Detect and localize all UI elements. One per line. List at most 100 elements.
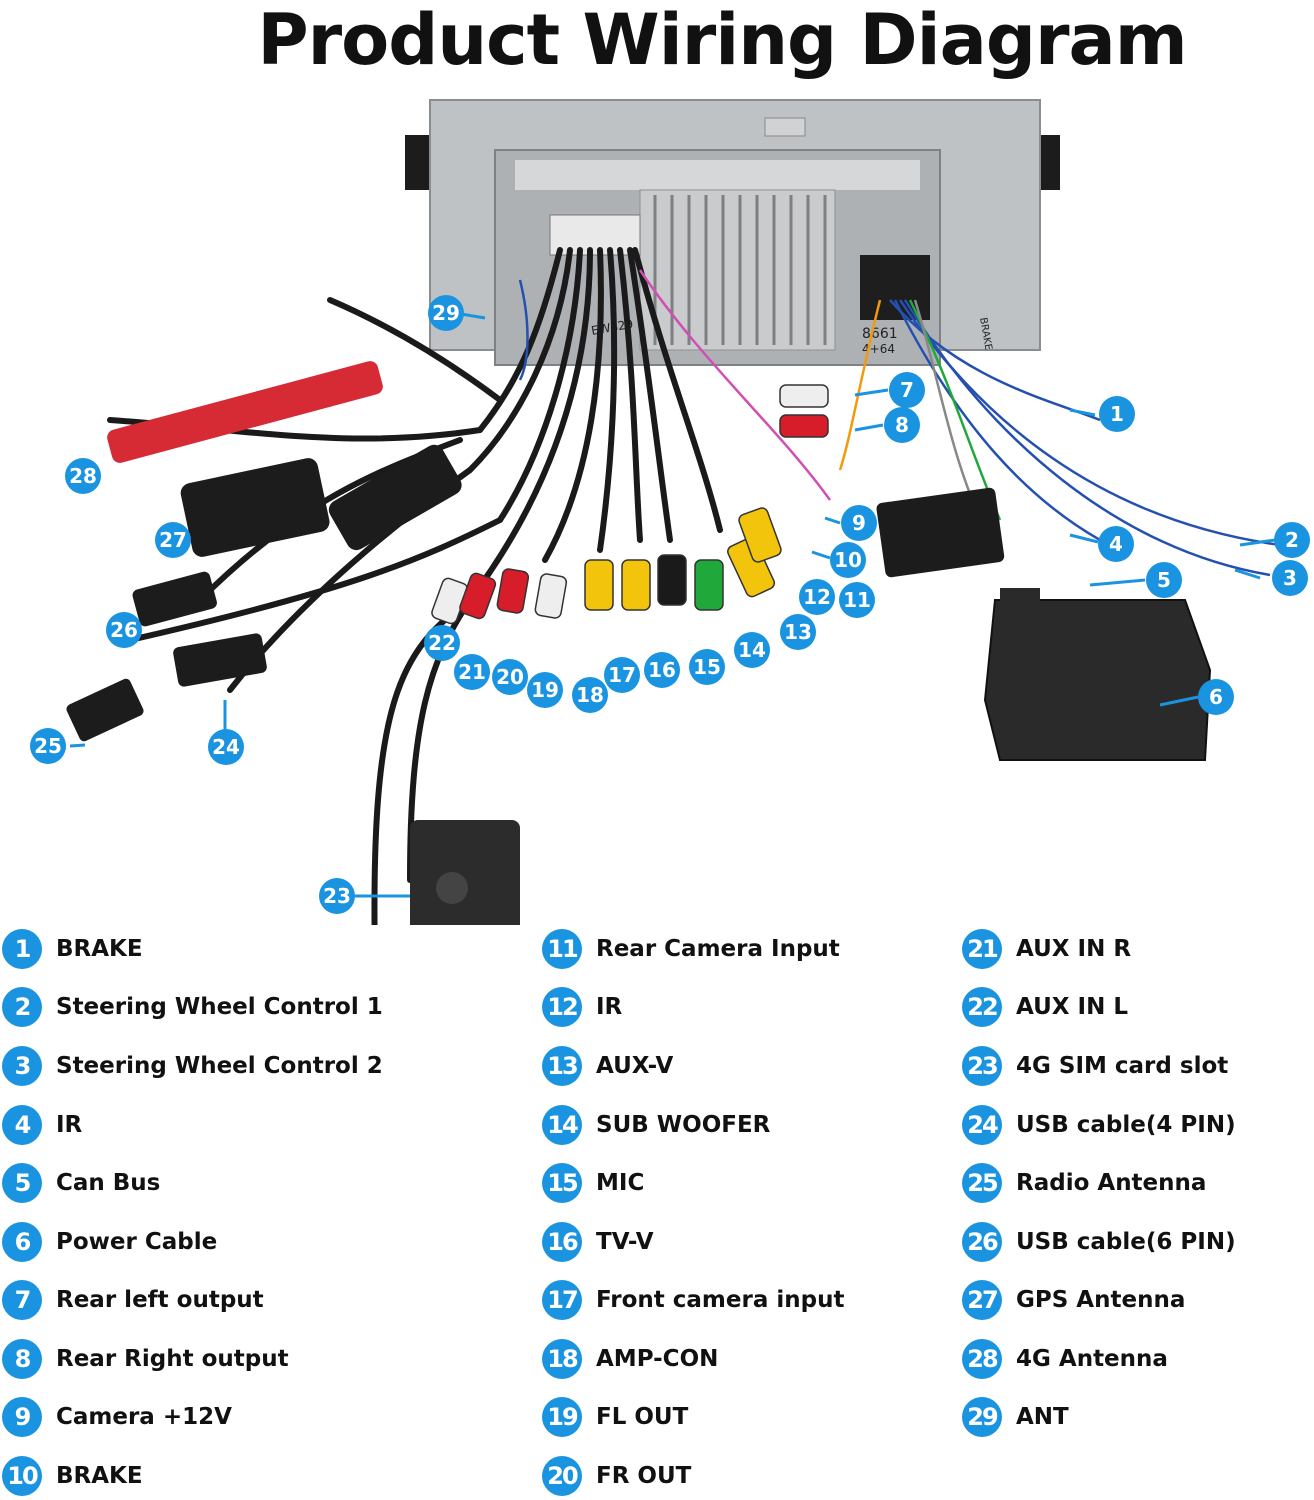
legend-badge: 21 [962,929,1002,969]
legend-badge: 15 [542,1163,582,1203]
legend-label: BRAKE [56,936,143,962]
legend-label: FR OUT [596,1463,692,1489]
legend-label: FL OUT [596,1404,689,1430]
legend-badge: 13 [542,1046,582,1086]
svg-text:4: 4 [1109,532,1123,556]
rca-connectors [431,384,829,625]
callout-7: 7 [889,372,925,408]
callout-6: 6 [1198,679,1234,715]
svg-text:23: 23 [323,884,351,908]
callout-22: 22 [424,625,460,661]
legend-label: AMP-CON [596,1346,719,1372]
legend-label: Power Cable [56,1229,218,1255]
legend-label: AUX-V [596,1053,674,1079]
legend-item: 13 AUX-V [542,1046,673,1086]
legend-label: USB cable(4 PIN) [1016,1112,1236,1138]
svg-text:16: 16 [648,658,676,682]
antennas-usb [66,361,520,925]
legend-badge: 20 [542,1456,582,1496]
svg-text:25: 25 [34,734,62,758]
legend-badge: 1 [2,929,42,969]
legend-item: 10 BRAKE [2,1456,143,1496]
callout-14: 14 [734,632,770,668]
legend-badge: 2 [2,987,42,1027]
callout-21: 21 [454,654,490,690]
legend-badge: 4 [2,1105,42,1145]
svg-text:5: 5 [1157,568,1171,592]
legend-badge: 22 [962,987,1002,1027]
legend-item: 12 IR [542,987,622,1027]
legend-item: 18 AMP-CON [542,1339,718,1379]
callout-8: 8 [884,407,920,443]
callout-20: 20 [492,659,528,695]
svg-text:26: 26 [110,618,138,642]
svg-text:22: 22 [428,631,456,655]
legend-item: 20 FR OUT [542,1456,691,1496]
legend-label: IR [596,994,623,1020]
legend-item: 3 Steering Wheel Control 2 [2,1046,383,1086]
head-unit-chassis: 8661 4+64 EW829 BRAKE [405,99,1060,366]
legend-badge: 10 [2,1456,42,1496]
callout-1: 1 [1099,396,1135,432]
legend-label: ANT [1016,1404,1069,1430]
legend-label: Camera +12V [56,1404,232,1430]
svg-text:24: 24 [212,735,240,759]
callout-16: 16 [644,652,680,688]
page-title: Product Wiring Diagram [257,0,1187,81]
callout-11: 11 [839,582,875,618]
legend-label: Steering Wheel Control 2 [56,1053,383,1079]
svg-text:9: 9 [852,511,866,535]
legend-label: TV-V [596,1229,654,1255]
svg-text:29: 29 [432,301,460,325]
legend-badge: 27 [962,1280,1002,1320]
power-harness [876,487,1212,761]
svg-text:13: 13 [784,620,812,644]
legend-badge: 8 [2,1339,42,1379]
legend-label: Rear left output [56,1287,264,1313]
legend-badge: 18 [542,1339,582,1379]
svg-text:10: 10 [834,548,862,572]
legend-label: IR [56,1112,83,1138]
callout-2: 2 [1274,522,1310,558]
callout-27: 27 [155,522,191,558]
legend-badge: 3 [2,1046,42,1086]
legend-label: Radio Antenna [1016,1170,1207,1196]
wiring-diagram: 8661 4+64 EW829 BRAKE [30,99,1310,925]
legend-badge: 12 [542,987,582,1027]
callout-12: 12 [799,579,835,615]
legend-label: GPS Antenna [1016,1287,1186,1313]
legend-item: 16 TV-V [542,1222,654,1262]
svg-text:21: 21 [458,660,486,684]
callout-18: 18 [572,677,608,713]
legend-label: Rear Right output [56,1346,289,1372]
chassis-label: 8661 [862,326,898,342]
callout-25: 25 [30,728,66,764]
legend-label: USB cable(6 PIN) [1016,1229,1236,1255]
legend-label: Can Bus [56,1170,161,1196]
svg-text:3: 3 [1283,566,1297,590]
callout-19: 19 [527,672,563,708]
callout-29: 29 [428,295,464,331]
legend-label: BRAKE [56,1463,143,1489]
legend-badge: 11 [542,929,582,969]
callout-28: 28 [65,458,101,494]
legend-badge: 16 [542,1222,582,1262]
svg-text:8: 8 [895,413,909,437]
callout-23: 23 [319,878,355,914]
svg-text:28: 28 [69,464,97,488]
legend-badge: 26 [962,1222,1002,1262]
legend-label: Steering Wheel Control 1 [56,994,383,1020]
svg-text:15: 15 [693,655,721,679]
svg-text:7: 7 [900,378,914,402]
